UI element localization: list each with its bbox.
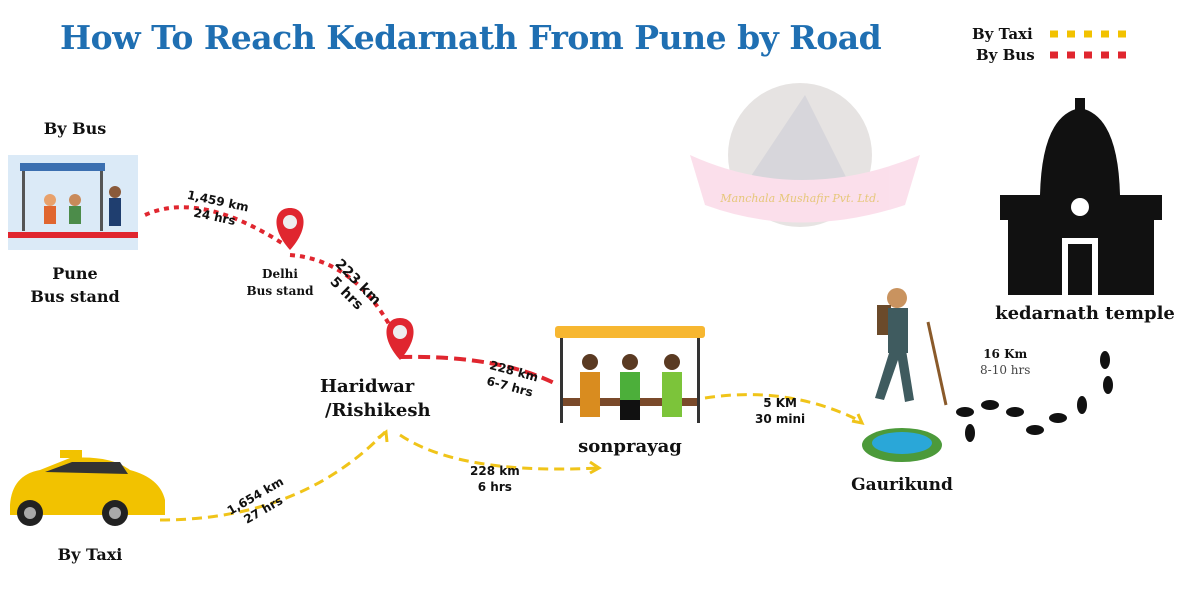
taxi-illustration (10, 450, 165, 526)
route-sonprayag-gaurikund (704, 393, 863, 424)
haridwar-label: Haridwar (320, 376, 415, 397)
watermark-logo (690, 83, 920, 227)
hiker-illustration (875, 288, 948, 406)
watermark-text: Manchala Mushafir Pvt. Ltd. (719, 192, 879, 205)
page-title: How To Reach Kedarnath From Pune by Road (60, 18, 882, 57)
sonprayag-shelter-illustration (555, 326, 705, 423)
route-haridwar-sonprayag-taxi (399, 433, 599, 471)
kedarnath-label: kedarnath temple (995, 303, 1175, 324)
arrowhead (377, 429, 389, 443)
route-pune-haridwar-taxi (159, 430, 387, 522)
pond-illustration (862, 428, 942, 462)
kedarnath-temple-illustration (1000, 98, 1162, 295)
arrowhead (851, 413, 865, 426)
route-haridwar-sonprayag-bus (399, 354, 559, 387)
pune-label: Pune (52, 264, 98, 283)
by-bus-label: By Bus (43, 119, 107, 138)
legend-taxi-label: By Taxi (972, 25, 1033, 43)
haridwar-sub-label: /Rishikesh (325, 400, 431, 421)
delhi-pin-icon (276, 208, 304, 250)
by-taxi-label: By Taxi (57, 545, 123, 564)
haridwar-pin-icon (386, 318, 414, 360)
footprints-icon (956, 351, 1113, 442)
arrowhead (589, 460, 602, 475)
delhi-sub-label: Bus stand (246, 284, 314, 298)
route-pune-delhi (144, 205, 287, 247)
legend-bus-label: By Bus (976, 46, 1035, 64)
gaurikund-label: Gaurikund (851, 475, 953, 495)
pune-sub-label: Bus stand (30, 287, 120, 306)
delhi-label: Delhi (262, 267, 298, 281)
sonprayag-label: sonprayag (578, 436, 682, 457)
bus-stop-illustration (8, 155, 138, 250)
